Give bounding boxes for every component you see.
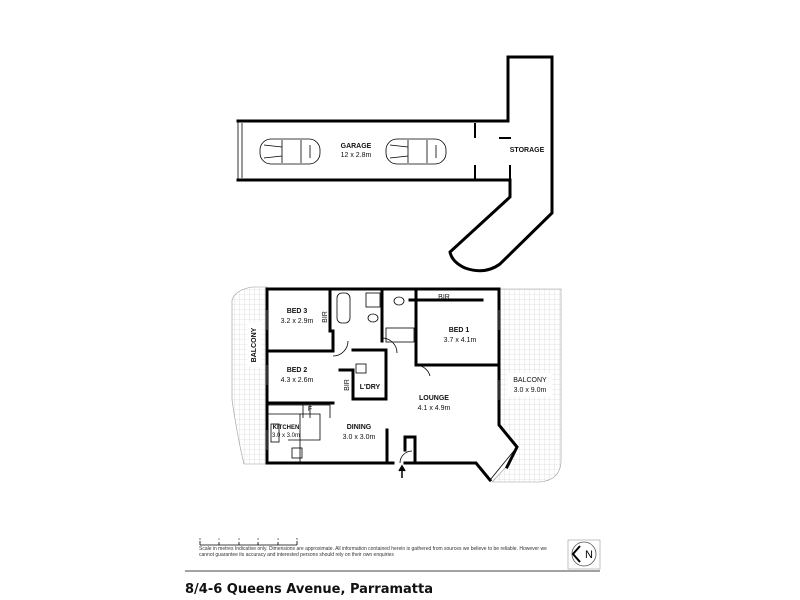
bed3-size: 3.2 x 2.9m bbox=[281, 318, 314, 325]
garage-label: GARAGE bbox=[341, 143, 372, 150]
bed2-bir: BIR bbox=[344, 379, 351, 391]
car-icon bbox=[385, 138, 447, 165]
svg-text:2: 2 bbox=[238, 537, 240, 541]
balcony-right-label: BALCONY bbox=[513, 377, 547, 384]
svg-text:3: 3 bbox=[257, 537, 259, 541]
garage-size: 12 x 2.8m bbox=[341, 152, 372, 159]
svg-text:1: 1 bbox=[218, 537, 220, 541]
dining-label: DINING bbox=[347, 424, 372, 431]
balcony-left-label-bg bbox=[247, 322, 261, 367]
bed1-bir: BIR bbox=[438, 294, 450, 301]
north-compass-icon: N bbox=[567, 539, 601, 570]
balcony-left-label: BALCONY bbox=[251, 327, 258, 362]
bed3-label: BED 3 bbox=[287, 308, 308, 315]
balcony-right-label-bg bbox=[507, 373, 552, 397]
bed2-label: BED 2 bbox=[287, 367, 308, 374]
bed1-label: BED 1 bbox=[449, 327, 470, 334]
unit-walls bbox=[265, 287, 519, 483]
balcony-left bbox=[231, 286, 268, 465]
scale-bar: 0 1 2 3 4 5 bbox=[199, 537, 298, 546]
svg-text:5: 5 bbox=[296, 537, 298, 541]
kitchen-size: 3.0 x 3.0m bbox=[272, 433, 300, 439]
lounge-size: 4.1 x 4.9m bbox=[418, 405, 451, 412]
bed2-size: 4.3 x 2.6m bbox=[281, 377, 314, 384]
car-icon bbox=[259, 138, 321, 165]
fridge-label: F bbox=[308, 406, 312, 413]
property-address: 8/4-6 Queens Avenue, Parramatta bbox=[185, 582, 434, 597]
disclaimer-text: Scale in metres Indicative only. Dimensi… bbox=[199, 546, 547, 558]
svg-text:N: N bbox=[585, 549, 593, 561]
svg-text:0: 0 bbox=[199, 537, 201, 541]
balcony-right-size: 3.0 x 9.0m bbox=[514, 387, 547, 394]
lounge-label: LOUNGE bbox=[419, 395, 449, 402]
laundry-label: L'DRY bbox=[360, 384, 381, 391]
storage-label: STORAGE bbox=[510, 147, 545, 154]
garage: GARAGE 12 x 2.8m STORAGE bbox=[236, 55, 554, 273]
dining-size: 3.0 x 3.0m bbox=[343, 434, 376, 441]
bed1-size: 3.7 x 4.1m bbox=[444, 337, 477, 344]
entry-arrow-icon bbox=[398, 464, 406, 478]
bed3-bir: BIR bbox=[322, 311, 329, 323]
kitchen-label: KITCHEN bbox=[273, 425, 300, 431]
svg-text:4: 4 bbox=[277, 537, 279, 541]
